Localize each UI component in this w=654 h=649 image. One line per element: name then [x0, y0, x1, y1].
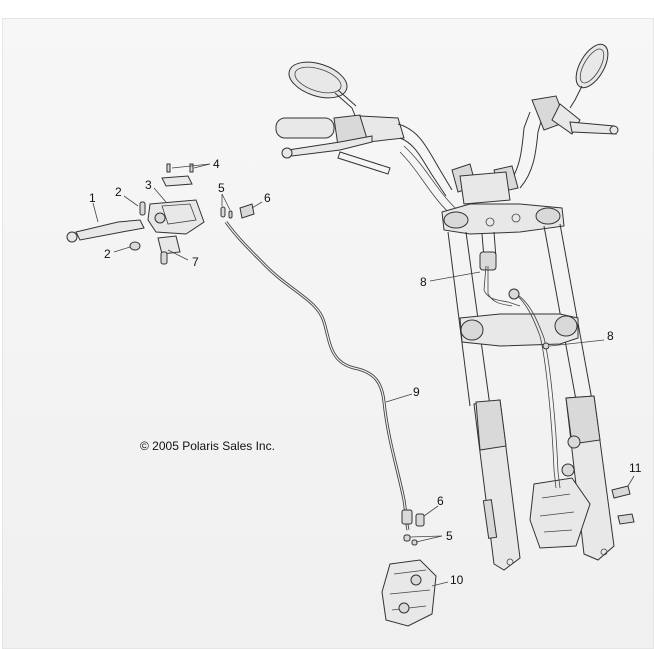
cap-screw-left — [166, 163, 171, 173]
callout-labels: 1 2 2 3 4 5 6 7 8 8 9 6 5 10 11 — [89, 157, 642, 587]
clutch-perch — [359, 115, 405, 143]
front-fork — [441, 163, 615, 571]
callout-6-bottom: 6 — [437, 494, 444, 508]
pivot-bolt — [139, 201, 146, 216]
lower-triple-clamp — [459, 313, 579, 347]
left-grip — [275, 117, 335, 139]
caliper-bolt-upper — [611, 485, 631, 499]
clamp-bolt — [160, 251, 168, 265]
banjo-bolt-bottom — [415, 513, 425, 527]
callout-4: 4 — [213, 157, 220, 171]
crush-washer-bottom-b — [411, 539, 418, 546]
right-mirror — [569, 43, 609, 109]
brake-caliper — [381, 559, 437, 627]
brake-hose — [224, 221, 413, 531]
callout-5-bottom: 5 — [446, 529, 453, 543]
reservoir-cap — [161, 175, 193, 187]
leader-lines — [92, 163, 635, 587]
fork-brake-lines — [483, 265, 561, 489]
callout-9: 9 — [413, 385, 420, 399]
callout-2-nut: 2 — [104, 247, 111, 261]
clutch-cable-end — [337, 151, 391, 175]
callout-3: 3 — [145, 178, 152, 192]
brake-lever — [75, 219, 145, 241]
callout-8-lower: 8 — [607, 329, 614, 343]
mounted-caliper — [529, 477, 591, 549]
cap-screw-right — [189, 163, 194, 173]
upper-triple-clamp — [441, 203, 565, 235]
callout-6-top: 6 — [264, 191, 271, 205]
master-cylinder — [147, 199, 205, 235]
left-mirror — [288, 61, 357, 119]
clutch-lever — [287, 135, 373, 157]
callout-1: 1 — [89, 191, 96, 205]
caliper-bolt-lower — [617, 513, 635, 525]
callout-5-top: 5 — [218, 181, 225, 195]
handlebar — [275, 43, 619, 227]
callout-8-upper: 8 — [420, 275, 427, 289]
callout-11: 11 — [629, 461, 642, 475]
crush-washer-top-b — [228, 210, 233, 219]
callout-7: 7 — [192, 255, 199, 269]
master-cylinder-exploded — [66, 163, 255, 265]
crush-washer-top-a — [220, 206, 226, 218]
callout-10: 10 — [450, 573, 464, 587]
callout-2-bolt: 2 — [115, 185, 122, 199]
banjo-bolt-top — [239, 203, 255, 219]
crush-washer-bottom-a — [403, 534, 411, 542]
pivot-nut — [129, 241, 141, 251]
right-lever — [569, 121, 617, 135]
mc-clamp — [157, 235, 181, 255]
copyright-notice: © 2005 Polaris Sales Inc. — [140, 439, 275, 453]
lower-fittings — [381, 485, 635, 627]
